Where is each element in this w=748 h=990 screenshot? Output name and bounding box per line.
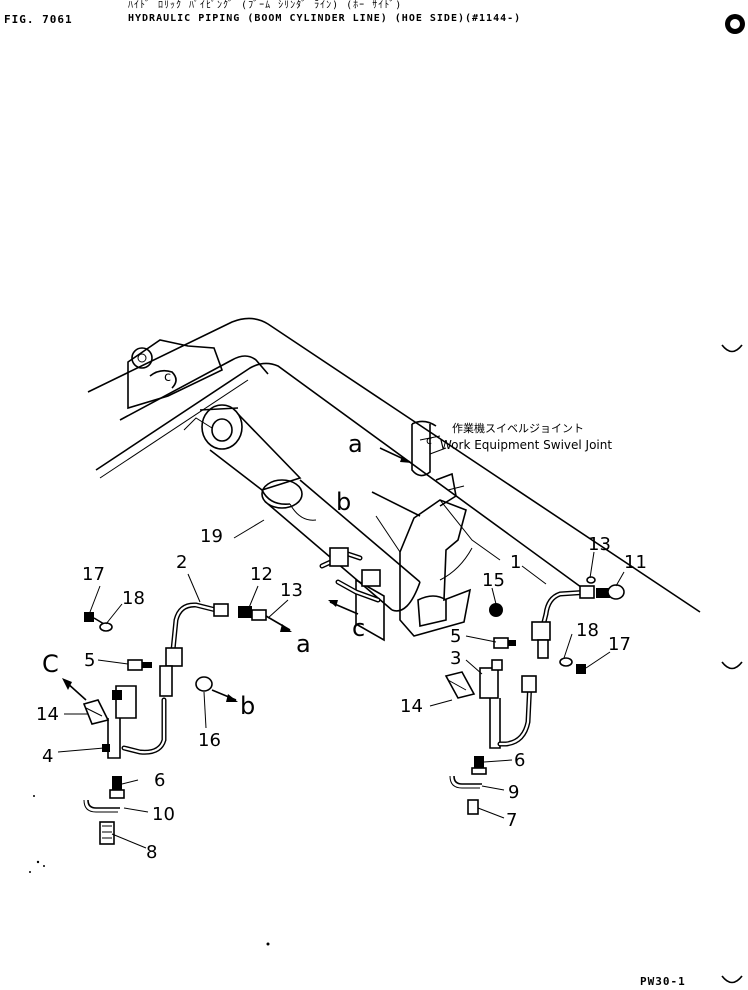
callout-5-right: 5 — [450, 626, 461, 647]
connector-b-bottom: b — [240, 692, 255, 720]
callout-16: 16 — [198, 730, 221, 751]
connector-b-top: b — [336, 488, 351, 516]
corner-seal-icon — [725, 14, 745, 34]
callout-17-right: 17 — [608, 634, 631, 655]
callout-6-right: 6 — [514, 750, 525, 771]
callout-14-right: 14 — [400, 696, 423, 717]
boom-marking-c: c — [164, 370, 171, 385]
callout-13-left: 13 — [280, 580, 303, 601]
binding-mark — [721, 661, 743, 670]
page-code: PW30-1 — [640, 975, 686, 988]
connector-c-mid: c — [352, 614, 365, 642]
callout-7: 7 — [506, 810, 517, 831]
callout-leaders — [57, 519, 625, 849]
callout-10: 10 — [152, 804, 175, 825]
callout-13-right: 13 — [588, 534, 611, 555]
title-english: HYDRAULIC PIPING (BOOM CYLINDER LINE) (H… — [128, 13, 522, 24]
callout-12: 12 — [250, 564, 273, 585]
boom-cylinder — [199, 404, 421, 612]
figure-number: FIG. 7061 — [4, 13, 73, 26]
callout-8: 8 — [146, 842, 157, 863]
right-hose-assembly — [444, 576, 625, 815]
left-hose-assembly — [62, 602, 292, 845]
callout-2: 2 — [176, 552, 187, 573]
connector-c-left: C — [42, 650, 59, 678]
callout-11: 11 — [624, 552, 647, 573]
callout-9: 9 — [508, 782, 519, 803]
swivel-joint-label-english: Work Equipment Swivel Joint — [440, 438, 613, 452]
callout-5-left: 5 — [84, 650, 95, 671]
swivel-bracket — [355, 499, 501, 642]
callout-4: 4 — [42, 746, 53, 767]
title-japanese: ﾊｲﾄﾞ ﾛﾘｯｸ ﾊﾟｲﾋﾟﾝｸﾞ (ﾌﾞｰﾑ ｼﾘﾝﾀﾞ ﾗｲﾝ) (ﾎｰ … — [128, 0, 403, 11]
callout-3: 3 — [450, 648, 461, 669]
binding-mark — [721, 344, 743, 353]
swivel-joint-label-japanese: 作業機スイベルジョイント — [452, 422, 584, 435]
print-specks — [29, 795, 270, 946]
callout-14-left: 14 — [36, 704, 59, 725]
callout-19: 19 — [200, 526, 223, 547]
swivel-joint-icon: c — [411, 420, 465, 507]
callout-15: 15 — [482, 570, 505, 591]
connector-a-top: a — [348, 430, 363, 458]
callout-17-left: 17 — [82, 564, 105, 585]
connector-a-bottom: a — [296, 630, 311, 658]
callout-18-right: 18 — [576, 620, 599, 641]
boom-outline: c — [87, 317, 701, 613]
callout-6-left: 6 — [154, 770, 165, 791]
connection-lines — [319, 447, 421, 615]
callout-1: 1 — [510, 552, 521, 573]
binding-mark — [721, 975, 743, 984]
callout-18-left: 18 — [122, 588, 145, 609]
swivel-marking-c: c — [426, 434, 432, 447]
